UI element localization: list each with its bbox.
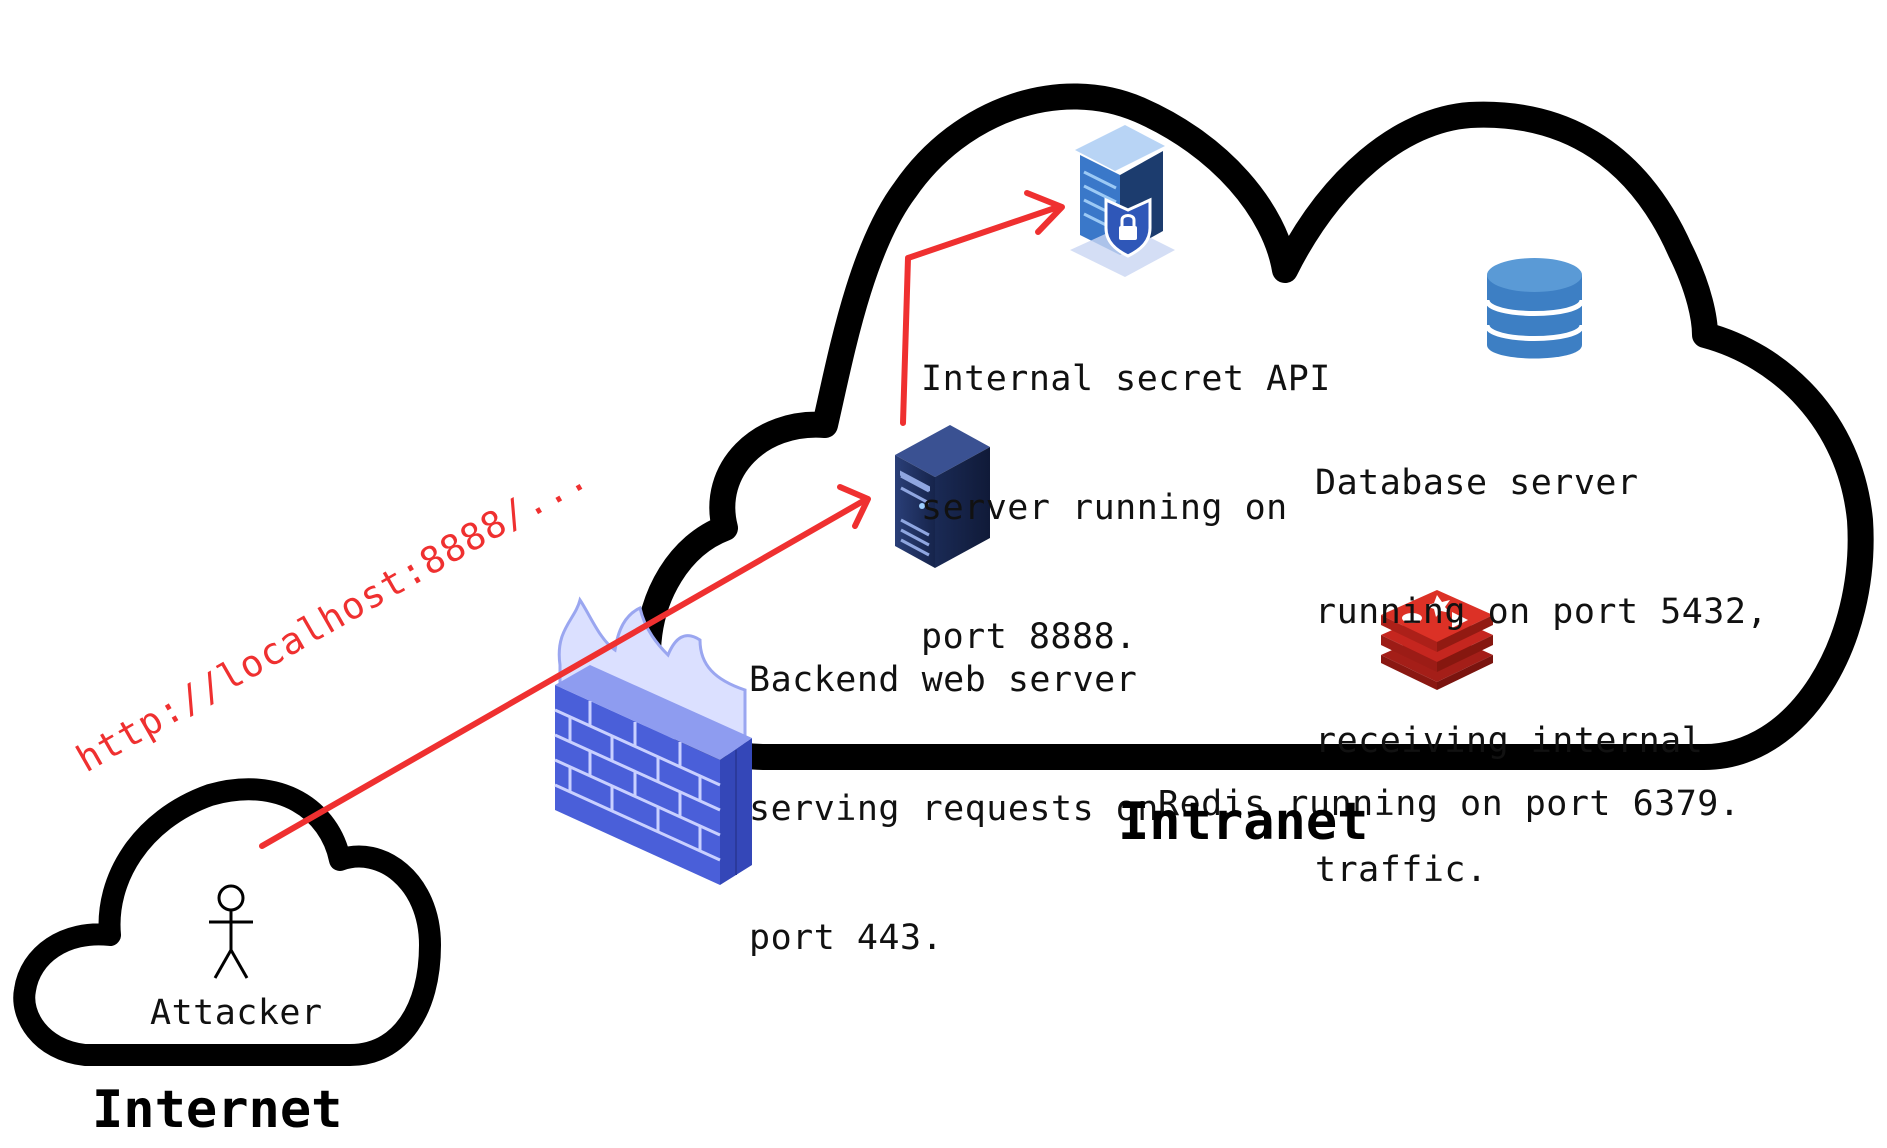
database-label: Database server running on port 5432, re…	[1315, 376, 1768, 935]
api-server-label-line: server running on	[921, 488, 1288, 528]
api-server-label-line: port 8888.	[921, 617, 1137, 657]
api-server-label-line: Internal secret API	[921, 359, 1331, 399]
attacker-icon	[209, 884, 253, 979]
redis-label: Redis running on port 6379.	[1158, 697, 1740, 869]
database-label-line: running on port 5432,	[1315, 592, 1769, 632]
database-label-line: receiving internal	[1315, 721, 1704, 761]
intranet-title: Intranet	[1118, 792, 1369, 852]
request-url: http://localhost:8888/...	[69, 454, 595, 781]
database-label-line: Database server	[1315, 463, 1639, 503]
attacker-label: Attacker	[150, 993, 323, 1033]
ssrf-arrow	[900, 190, 1065, 426]
database-label-line: traffic.	[1315, 850, 1488, 890]
server-tower-icon	[895, 425, 990, 568]
web-server-label: Backend web server serving requests on p…	[749, 573, 1159, 1003]
firewall-icon	[554, 596, 752, 885]
internet-title: Internet	[92, 1080, 343, 1140]
web-server-label-line: serving requests on	[749, 789, 1159, 829]
redis-label-line: Redis running on port 6379.	[1158, 784, 1741, 824]
web-server-label-line: port 443.	[749, 918, 944, 958]
web-server-label-line: Backend web server	[749, 660, 1138, 700]
secure-server-icon	[1070, 125, 1175, 277]
api-server-label: Internal secret API server running on po…	[921, 272, 1331, 702]
attack-arrow	[259, 484, 871, 849]
database-icon	[1484, 258, 1585, 359]
redis-icon	[1381, 590, 1493, 690]
